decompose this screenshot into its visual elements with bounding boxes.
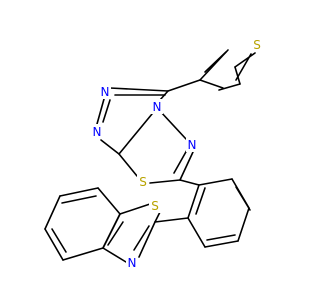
bond-phenyl-6-1-inner (195, 187, 206, 215)
bond-bt-c2-n-b (133, 225, 150, 251)
bond-bt-c3a-c7a-inner (107, 221, 124, 246)
atom-benzothiazole-nitrogen: N (126, 256, 138, 271)
atom-label: S (139, 175, 147, 189)
atom-label: N (153, 100, 162, 114)
bond-phenyl-5-6 (187, 217, 206, 248)
bond-thiophene-c3-c2 (199, 79, 224, 89)
bond-triazole-c3-n4 (159, 90, 169, 101)
bond-phenyl-6-1 (187, 184, 200, 219)
bond-thiadiazole-c6-s (149, 179, 181, 184)
atom-thiophene-sulfur: S (251, 37, 263, 52)
molecule-structure: S N N N N S S (44, 37, 263, 271)
bond-phenyl-4-5 (204, 240, 239, 248)
atom-triazole-nitrogen-1: N (99, 84, 111, 99)
atom-label: N (93, 125, 102, 139)
atom-triazole-nitrogen-2: N (91, 124, 103, 139)
atom-label-layer: S N N N N S S (91, 37, 263, 271)
bond-bt-c6-c5 (44, 195, 61, 230)
bond-thiadiazole-n4-n5 (159, 110, 187, 140)
bond-phenyl-benzothiazole (154, 217, 189, 223)
bond-bt-c4-c3a (62, 247, 104, 261)
bond-layer (44, 49, 256, 263)
atom-label: N (101, 85, 110, 99)
bond-c6-phenyl (179, 179, 200, 186)
atom-thiadiazole-nitrogen: N (186, 137, 198, 152)
atom-label: S (253, 38, 261, 52)
atom-thiadiazole-sulfur: S (137, 174, 149, 189)
atom-label: N (188, 138, 197, 152)
bond-bt-c7a-c7 (97, 187, 121, 215)
bond-phenyl-2-3-inner (235, 186, 251, 211)
bond-bt-c7-c6 (59, 187, 99, 197)
bond-thiadiazole-s-c8a (118, 153, 138, 177)
bond-triazole-c3-n2a (109, 87, 169, 92)
bond-bt-c2-n-a (138, 221, 156, 258)
bond-phenyl-3-4 (237, 207, 250, 242)
bond-thiadiazole-n5-c6b (173, 149, 188, 174)
bond-thiadiazole-n5-c6a (179, 151, 194, 181)
bond-bt-c3a-c7a-2 (102, 213, 121, 249)
bond-phenyl-1-2 (198, 178, 233, 186)
bond-triazole-n2-n1b (102, 99, 111, 123)
bond-bt-s-c7a (119, 203, 151, 215)
bond-bt-c5-c4-inner (51, 228, 67, 253)
bond-thiophene-c2-s-b (204, 51, 227, 73)
bond-bt-c2-s (154, 211, 161, 223)
bond-phenyl-4-5-inner (206, 234, 236, 241)
bond-triazole-n1-c8a (100, 139, 120, 155)
atom-triazole-nitrogen-3: N (151, 99, 163, 114)
bond-triazole-n2-n1a (96, 98, 105, 125)
bond-thiophene-s-c5 (234, 52, 256, 68)
bond-thiophene-c4-c3 (218, 83, 241, 91)
atom-label: S (151, 199, 159, 213)
atom-label: N (128, 256, 137, 270)
bond-bt-c7-c6-inner (61, 195, 97, 204)
bond-bt-n-c3a (102, 247, 127, 263)
bond-bt-c5-c4 (44, 228, 64, 261)
bond-triazole-c8a-n4 (118, 113, 153, 155)
bond-thiophene-c5-c4 (234, 66, 241, 85)
atom-benzothiazole-sulfur: S (149, 198, 161, 213)
bond-thiophene-inner (235, 53, 252, 81)
bond-thiophene-triazole (167, 79, 201, 92)
